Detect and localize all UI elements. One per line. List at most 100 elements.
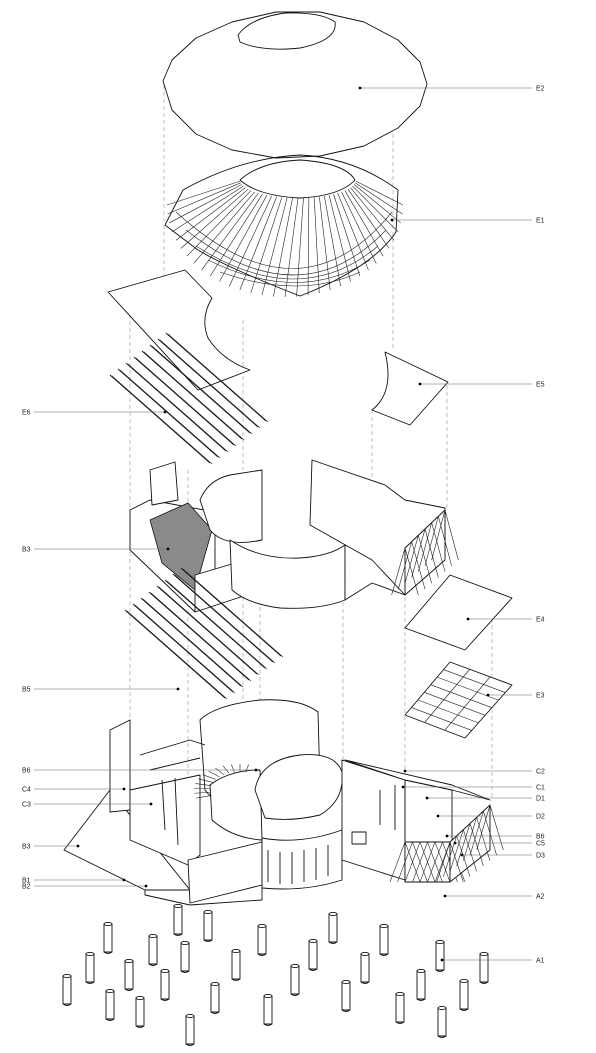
label-text: C5 — [536, 841, 545, 848]
lattice-bar — [397, 841, 413, 883]
joist-edge — [134, 604, 236, 694]
slab-e5 — [371, 351, 449, 426]
label-text: E5 — [536, 382, 545, 389]
label-e5: E5 — [418, 382, 545, 389]
label-b3a: B3 — [22, 547, 170, 554]
pile — [135, 995, 145, 1028]
pile — [479, 951, 489, 984]
leader-dot — [436, 814, 440, 818]
lattice-bar — [418, 535, 432, 584]
pile — [160, 968, 170, 1001]
lattice-bar — [404, 841, 421, 883]
piles-a1 — [62, 903, 489, 1046]
pile — [395, 991, 405, 1024]
lattice-bar — [411, 528, 426, 578]
stair-tread — [194, 788, 211, 790]
roof-rib — [319, 196, 331, 291]
joist — [156, 585, 258, 675]
roof-rib — [169, 184, 242, 224]
roof-rib — [175, 187, 246, 241]
label-text: B2 — [22, 884, 31, 891]
stair-tread — [195, 783, 211, 786]
joist — [180, 567, 282, 657]
label-text: E4 — [536, 617, 545, 624]
label-d2: D2 — [436, 814, 545, 821]
joist-edge — [166, 580, 268, 670]
lattice-bar — [391, 547, 406, 596]
lattice-bar — [419, 841, 436, 883]
pile — [124, 958, 134, 991]
pile — [180, 940, 190, 973]
joist — [164, 579, 266, 669]
lattice-bar — [404, 535, 419, 584]
label-a2: A2 — [443, 894, 545, 901]
pile — [257, 923, 267, 956]
e3-joist — [417, 699, 479, 724]
roof-rib — [353, 184, 401, 224]
roof-rib — [250, 197, 283, 294]
joist — [109, 374, 211, 464]
leader-dot — [403, 769, 407, 773]
pile — [341, 979, 351, 1012]
stair-tread — [196, 795, 212, 799]
e3-joist — [424, 692, 486, 716]
lattice-bar — [476, 804, 491, 851]
label-text: B6 — [536, 834, 545, 841]
roof-rib — [333, 194, 361, 277]
lattice-bar — [427, 841, 443, 883]
label-text: B1 — [22, 878, 31, 885]
joist-edge — [158, 586, 260, 676]
leader-dot — [390, 218, 394, 222]
roof-rib — [167, 182, 241, 215]
e3-joist — [411, 707, 472, 731]
lattice-bar — [412, 841, 428, 883]
roof-rib — [355, 180, 404, 206]
lattice-bar — [483, 811, 497, 856]
leader-dot — [486, 693, 490, 697]
lattice-bar — [438, 516, 452, 566]
pile — [85, 951, 95, 984]
joist-edge — [126, 610, 228, 700]
roof-rib — [273, 197, 293, 297]
label-d1: D1 — [425, 796, 545, 803]
roof-rib — [347, 188, 390, 249]
lattice-bar — [436, 841, 451, 883]
lattice-bar — [424, 516, 439, 566]
label-text: E2 — [536, 86, 545, 93]
roof-rib — [296, 197, 304, 297]
label-c5: C5 — [453, 841, 545, 848]
lattice-bar — [418, 522, 432, 572]
label-text: B3 — [22, 547, 31, 554]
leader-dot — [166, 547, 170, 551]
label-e1: E1 — [390, 218, 545, 225]
lattice-bar — [469, 823, 484, 867]
lattice-bar — [411, 541, 426, 590]
leader-dot — [445, 834, 449, 838]
roof-rib — [284, 197, 299, 298]
joist-edge — [142, 598, 244, 688]
pile — [290, 963, 300, 996]
joist — [141, 350, 243, 440]
pile — [231, 948, 241, 981]
joist-edge — [167, 333, 269, 423]
roof-rib — [355, 182, 403, 215]
roof-rib — [171, 185, 244, 232]
lattice-bar — [431, 522, 446, 572]
stair-tread — [194, 791, 211, 794]
ground-floor-assembly — [63, 699, 504, 906]
upper-slab-e6 — [107, 269, 251, 391]
label-text: B5 — [22, 687, 31, 694]
joist — [140, 597, 242, 687]
joist — [133, 356, 235, 446]
joist-edge — [182, 568, 284, 658]
lattice-bar — [449, 829, 464, 872]
roof-rib — [350, 187, 395, 241]
roof-rib — [337, 193, 369, 271]
pile — [173, 903, 183, 936]
e3-beam — [424, 668, 471, 723]
joist — [117, 368, 219, 458]
label-text: C2 — [536, 769, 545, 776]
roof-rib — [209, 194, 263, 277]
lattice-bar — [444, 509, 459, 561]
